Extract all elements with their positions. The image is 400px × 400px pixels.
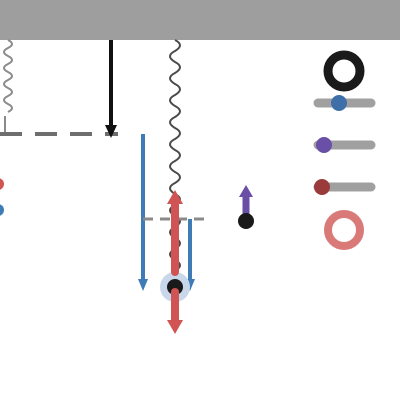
- slider-purple-knob-icon[interactable]: [316, 137, 332, 153]
- red-up-arrow-head: [167, 190, 183, 204]
- black-down-arrow-head: [105, 125, 117, 138]
- left-blue-dot: [0, 204, 4, 216]
- main-spring: [169, 39, 181, 283]
- blue-long-arrow-head: [138, 279, 148, 291]
- purple-arrow-origin-dot[interactable]: [238, 213, 254, 229]
- slider-red-knob-icon[interactable]: [314, 179, 330, 195]
- ceiling-bar: [0, 0, 400, 40]
- hanging-mass[interactable]: [167, 279, 183, 295]
- left-spring: [3, 39, 13, 113]
- slider-blue-knob-icon[interactable]: [331, 95, 347, 111]
- left-red-dot: [0, 178, 4, 190]
- purple-up-arrow-head: [239, 185, 253, 197]
- red-down-arrow-head: [167, 320, 183, 334]
- red-ring-icon[interactable]: [324, 210, 364, 250]
- black-ring-icon[interactable]: [323, 50, 365, 92]
